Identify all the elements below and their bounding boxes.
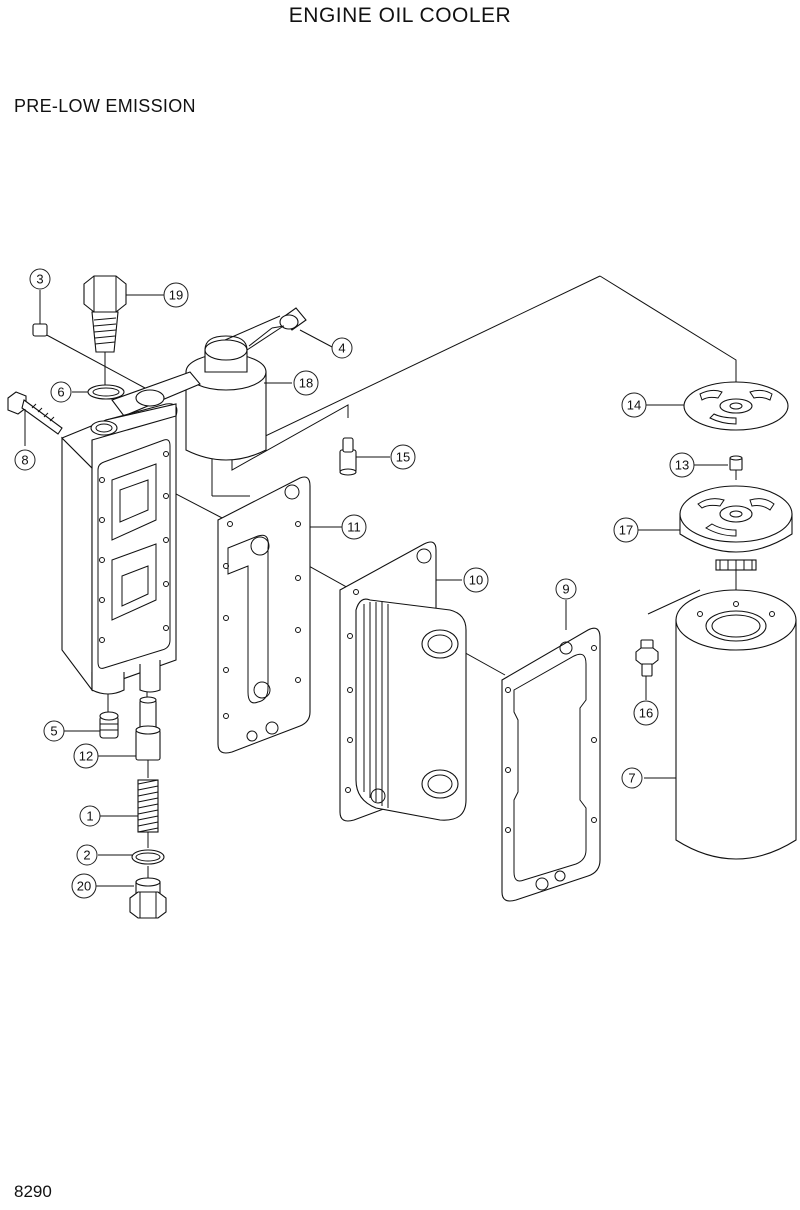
fitting-part-16: [635, 639, 659, 677]
oil-filter-part-7: [675, 589, 797, 860]
svg-text:5: 5: [50, 724, 57, 739]
svg-text:8: 8: [21, 453, 28, 468]
svg-text:12: 12: [79, 749, 93, 764]
svg-text:17: 17: [619, 523, 633, 538]
plug-part-4: [279, 307, 307, 331]
sleeve-part-13: [729, 455, 743, 471]
o-ring-part-6: [87, 384, 125, 400]
page-number: 8290: [14, 1182, 52, 1201]
svg-text:20: 20: [77, 879, 91, 894]
spring-part-1: [137, 779, 159, 833]
gasket-part-9: [501, 627, 601, 902]
nipple-part-15: [339, 437, 357, 476]
callout-10: 10: [463, 567, 489, 593]
svg-text:4: 4: [338, 341, 345, 356]
plug-fitting-part-20: [129, 877, 167, 919]
plug-part-3: [32, 323, 48, 337]
callout-13: 13: [669, 452, 695, 478]
valve-plunger-part-12: [135, 696, 161, 761]
long-bolt-part-8: [7, 391, 63, 435]
svg-text:13: 13: [675, 458, 689, 473]
gasket-part-11: [217, 476, 311, 754]
callout-6: 6: [50, 381, 72, 403]
filter-head-part-17: [679, 485, 793, 571]
diagram-title: ENGINE OIL COOLER: [288, 4, 512, 27]
svg-text:18: 18: [299, 376, 313, 391]
bolt-part-19: [83, 275, 127, 385]
callout-8: 8: [14, 449, 36, 471]
filter-plate-part-14: [683, 381, 789, 431]
cooler-housing: [61, 371, 201, 695]
svg-text:1: 1: [86, 809, 93, 824]
plug-part-5: [99, 711, 119, 739]
cooler-core-part-10: [339, 541, 467, 822]
callout-15: 15: [390, 444, 416, 470]
svg-text:15: 15: [396, 450, 410, 465]
callout-leaders: [24, 290, 728, 887]
filter-head-part-18: [185, 315, 286, 461]
callout-17: 17: [613, 517, 639, 543]
callout-1: 1: [79, 805, 101, 827]
callout-19: 19: [163, 282, 189, 308]
svg-text:9: 9: [562, 582, 569, 597]
callout-12: 12: [73, 743, 99, 769]
callout-14: 14: [621, 392, 647, 418]
svg-text:14: 14: [627, 398, 641, 413]
callout-11: 11: [341, 514, 367, 540]
svg-text:3: 3: [36, 272, 43, 287]
callout-20: 20: [71, 873, 97, 899]
callout-16: 16: [633, 700, 659, 726]
o-ring-part-2: [131, 849, 165, 865]
svg-text:10: 10: [469, 573, 483, 588]
svg-text:7: 7: [628, 771, 635, 786]
diagram-subtitle: PRE-LOW EMISSION: [14, 96, 196, 116]
svg-text:16: 16: [639, 706, 653, 721]
svg-text:11: 11: [347, 520, 361, 535]
svg-text:6: 6: [57, 385, 64, 400]
callout-18: 18: [293, 370, 319, 396]
callout-4: 4: [331, 337, 353, 359]
svg-text:19: 19: [169, 288, 183, 303]
svg-text:2: 2: [83, 848, 90, 863]
callout-7: 7: [621, 767, 643, 789]
callout-5: 5: [43, 720, 65, 742]
callout-9: 9: [555, 578, 577, 600]
callout-3: 3: [29, 268, 51, 290]
callout-2: 2: [76, 844, 98, 866]
